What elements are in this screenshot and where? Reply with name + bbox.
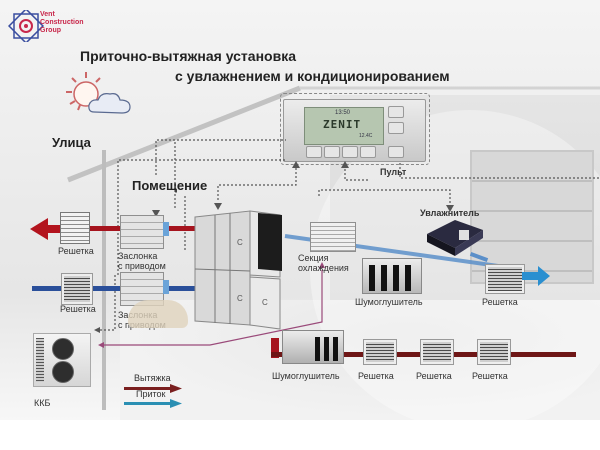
condenser-label: ККБ [34,398,51,408]
vcg-logo-icon [8,10,45,42]
supply-out-arrow-icon [522,266,550,286]
controller-sub: 12.4С [359,133,373,139]
condenser-coil [36,338,44,382]
exhaust-duct-ahu [169,226,193,231]
grille-exhaust-3 [478,340,510,364]
damper-exhaust [120,215,164,249]
title-line2: с увлажнением и кондиционированием [175,68,450,84]
grille-supply-label: Решетка [60,304,96,314]
cooling-section-label-line1: Секция [298,253,329,263]
damper-exhaust-label-line2: с приводом [118,261,166,271]
title-line1: Приточно-вытяжная установка [80,48,296,64]
condenser-unit [33,333,91,387]
air-handling-unit: C C C [194,210,282,330]
grille-supply-out-label: Решетка [482,297,518,307]
condenser-fan-1-icon [52,338,74,360]
grille-exhaust-2-label: Решетка [416,371,452,381]
legend-exhaust-arrow-icon [124,384,182,393]
silencer-supply [362,258,422,294]
legend-exhaust-label: Вытяжка [134,373,171,383]
refrigerant-arrow-up [319,262,325,268]
damper-exhaust-actuator [163,222,169,236]
grille-exhaust [60,212,90,244]
wire-damper-exhaust [155,139,286,175]
supply-duct-ahu [169,286,193,291]
controller-button-1[interactable] [306,146,322,158]
refrigerant-arrow [98,342,104,348]
grille-exhaust-2 [421,340,453,364]
controller-time: 13:50 [335,110,351,116]
controller-dashed-frame [280,93,430,165]
svg-text:C: C [237,238,243,247]
brand-name-line3: Group [40,27,61,34]
grille-supply-out [486,265,524,293]
wire-humidifier [318,189,451,205]
cooling-section-label: Секция охлаждения [298,253,349,273]
condenser-fan-2-icon [52,361,74,383]
humidifier-label: Увлажнитель [420,208,480,218]
supply-duct-outside [32,286,197,291]
controller-button-2[interactable] [324,146,340,158]
grille-exhaust-label: Решетка [58,246,94,256]
svg-text:C: C [237,294,243,303]
legend-supply-label: Приток [136,389,166,399]
exhaust-out-arrow-icon [30,218,60,240]
controller-brand: ZENIT [323,118,362,131]
sun-cloud-icon [66,72,131,114]
brand-name-line1: Vent [40,11,55,18]
exhaust-riser [271,338,279,358]
cooling-section-label-line2: охлаждения [298,263,349,273]
controller-button-3[interactable] [342,146,358,158]
brand-name: Vent Construction Group [40,11,84,35]
controller-button-ok[interactable] [388,122,404,134]
controller-button-4[interactable] [360,146,376,158]
chair-decor [128,300,188,328]
damper-exhaust-label: Заслонка с приводом [118,251,166,271]
silencer-exhaust [282,330,344,364]
silencer-supply-label: Шумоглушитель [355,297,423,307]
zone-outside-label: Улица [52,135,91,150]
wire-ahu [217,165,297,200]
controller-button-5[interactable] [388,146,404,158]
cooling-section [310,222,356,252]
wire-condenser [100,275,116,331]
grille-supply [62,274,92,304]
grille-exhaust-1-label: Решетка [358,371,394,381]
controller-display: 13:50 ZENIT 12.4С [304,107,384,145]
legend-supply-arrow-icon [124,399,182,408]
controller-label: Пульт [380,167,407,177]
controller-panel: 13:50 ZENIT 12.4С [283,99,426,162]
controller-button-up[interactable] [388,106,404,118]
brand-name-line2: Construction [40,19,84,26]
damper-supply-actuator [163,280,169,294]
roof-line [67,85,301,183]
grille-exhaust-1 [364,340,396,364]
refrigerant-line [100,270,323,346]
silencer-exhaust-label: Шумоглушитель [272,371,340,381]
wire-controller-2 [344,165,370,181]
zone-inside-label: Помещение [132,178,208,193]
grille-exhaust-3-label: Решетка [472,371,508,381]
bookshelf [470,150,594,284]
wire-pult [399,163,600,179]
humidifier [427,220,483,256]
svg-text:C: C [262,298,268,307]
damper-exhaust-label-line1: Заслонка [118,251,158,261]
